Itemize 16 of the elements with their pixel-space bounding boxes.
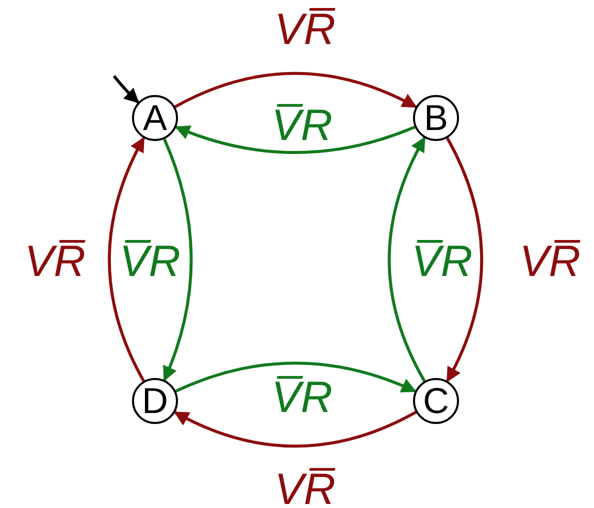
edge-label: V̅R <box>119 240 181 284</box>
edge-label: V̅R <box>411 240 473 284</box>
arrow <box>388 136 426 382</box>
edge-label: V̅R <box>271 376 333 420</box>
edge-label: V̅R <box>271 104 333 148</box>
arrow <box>174 72 418 108</box>
edge-label: VR̅ <box>274 8 336 52</box>
arrow <box>446 137 484 382</box>
edge-label: VR̅ <box>274 468 336 508</box>
edge-label: VR̅ <box>24 240 86 284</box>
arrow <box>112 75 140 104</box>
arrow <box>108 136 146 382</box>
arrow <box>174 125 416 154</box>
arrow <box>174 410 417 448</box>
edge-label: VR̅ <box>519 240 581 284</box>
arrow <box>175 362 417 393</box>
